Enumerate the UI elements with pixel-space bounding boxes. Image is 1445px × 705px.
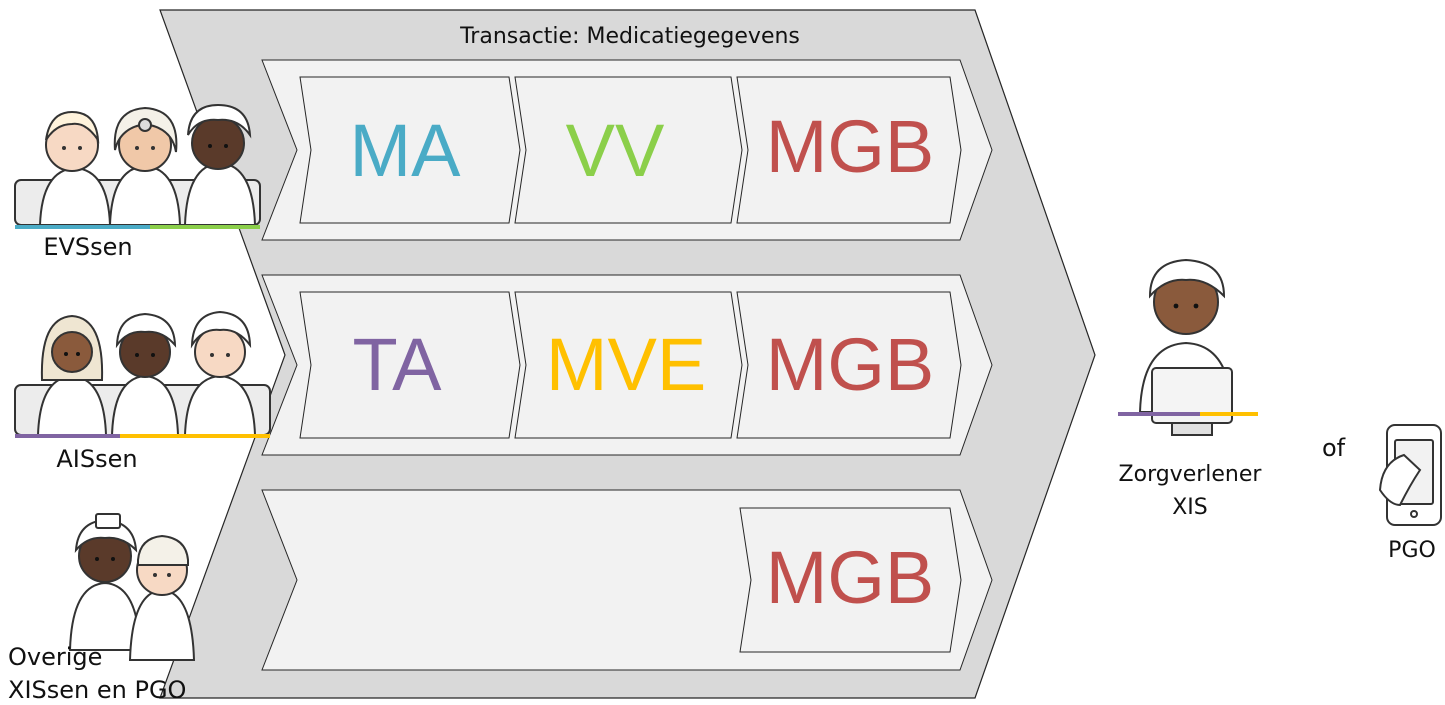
row-2-block-1	[299, 291, 521, 439]
row-1-block-3	[736, 76, 962, 224]
code-ta: TA	[352, 323, 442, 406]
pgo-label: PGO	[1388, 538, 1436, 563]
or-label: of	[1322, 434, 1346, 462]
evs-label: EVSsen	[43, 233, 132, 261]
smartphone-hand-icon	[1378, 424, 1442, 526]
receiver-label-line1: Zorgverlener	[1119, 462, 1263, 487]
row-1-block-2	[514, 76, 743, 224]
code-vv: VV	[566, 109, 665, 192]
code-ma: MA	[350, 109, 462, 192]
row-2-block-2	[514, 291, 743, 439]
row-3: MGB	[261, 489, 993, 671]
transaction-title: Transactie: Medicatiegegevens	[459, 24, 800, 49]
row-2-block-3	[736, 291, 962, 439]
row-1-block-1	[299, 76, 521, 224]
healthcare-provider-laptop-icon	[1118, 258, 1258, 436]
ais-label: AISsen	[56, 445, 137, 473]
other-care-group-icon	[68, 513, 196, 661]
other-label-line2: XISsen en PGO	[8, 676, 186, 704]
row-1: MA VV MGB	[261, 59, 993, 241]
code-mgb-1: MGB	[766, 105, 935, 188]
code-mgb-2: MGB	[766, 323, 935, 406]
row-3-block-1	[739, 507, 962, 653]
other-label-line1: Overige	[8, 643, 102, 671]
pharmacist-group-icon	[14, 310, 271, 438]
receiver-label-line2: XIS	[1172, 495, 1208, 520]
doctor-group-icon	[14, 103, 261, 229]
row-2: TA MVE MGB	[261, 274, 993, 456]
code-mgb-3: MGB	[766, 536, 935, 619]
code-mve: MVE	[546, 323, 706, 406]
